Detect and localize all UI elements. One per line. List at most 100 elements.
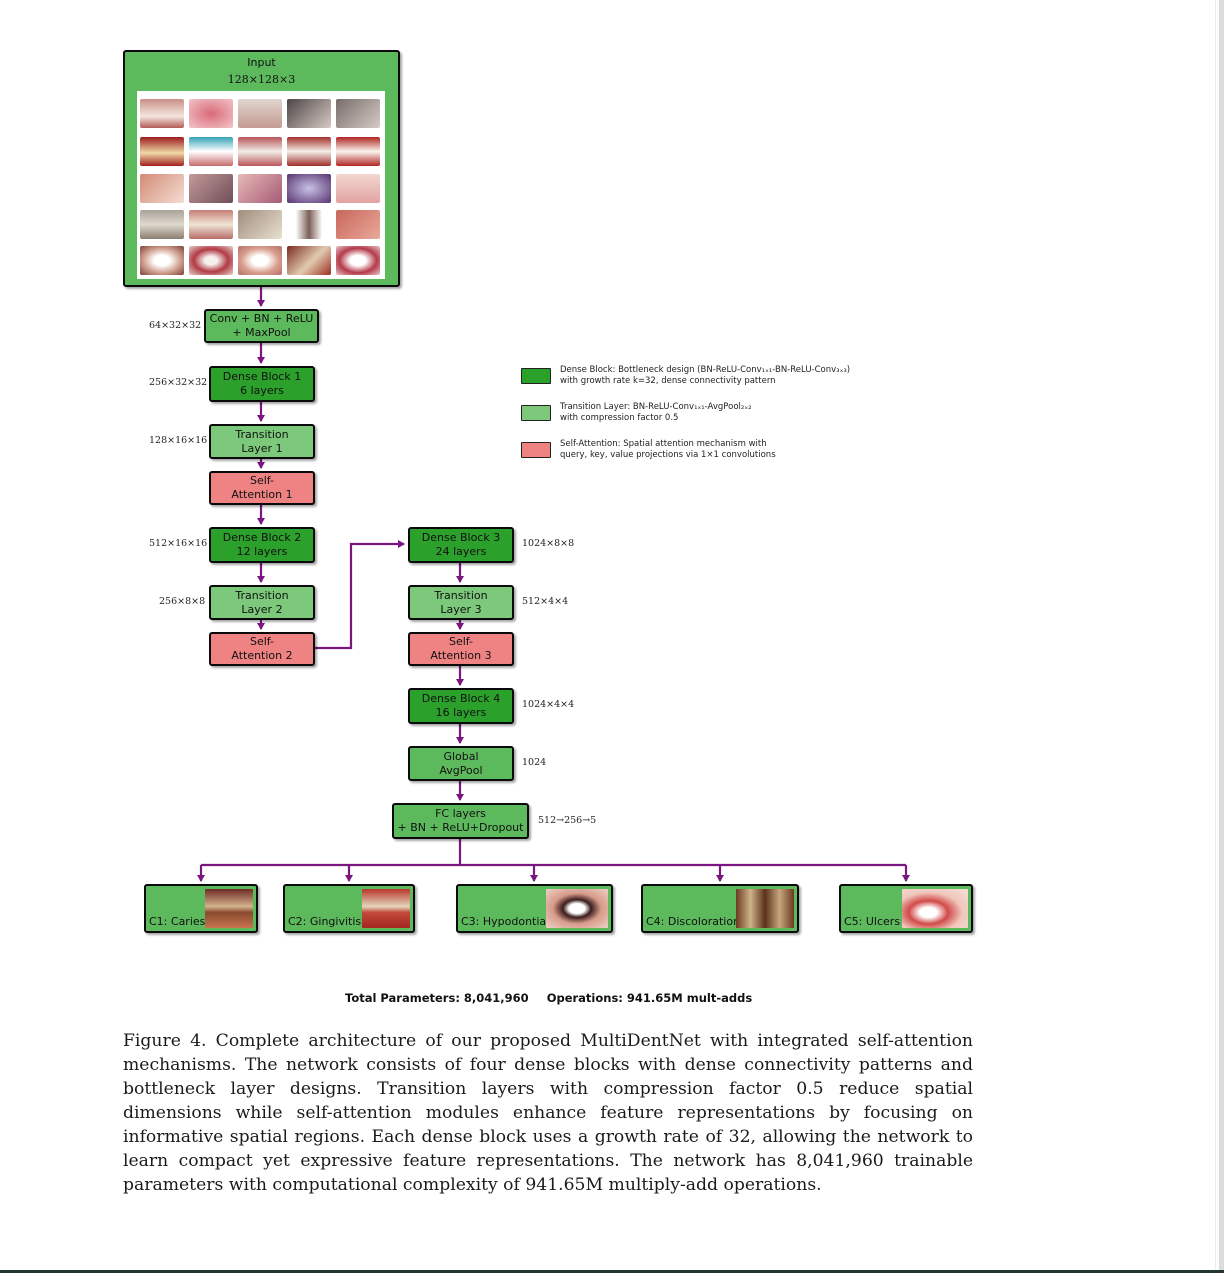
- model-summary: Total Parameters: 8,041,960 Operations: 9…: [345, 991, 770, 1005]
- sample-thumbnail: [287, 210, 331, 239]
- trans1-output-dims: 128×16×16: [149, 435, 208, 446]
- block-label-line1: Self-: [249, 635, 275, 648]
- transition-layer-3: Transition Layer 3: [408, 585, 514, 620]
- transition-layer-2: Transition Layer 2: [209, 585, 315, 620]
- block-label-line2: + BN + ReLU+Dropout: [397, 821, 524, 834]
- sample-thumbnail: [140, 174, 184, 203]
- block-label-line2: Attention 3: [430, 649, 492, 662]
- bottom-border: [0, 1270, 1224, 1273]
- block-label-line1: Transition: [235, 588, 289, 602]
- block-label-line2: 6 layers: [240, 384, 284, 397]
- self-attention-1: Self- Attention 1: [209, 471, 315, 505]
- global-avgpool-block: Global AvgPool: [408, 746, 514, 781]
- dense-block-2: Dense Block 2 12 layers: [209, 527, 315, 563]
- operations-count: Operations: 941.65M mult-adds: [546, 991, 753, 1005]
- legend-dense-line1: Dense Block: Bottleneck design (BN-ReLU-…: [560, 365, 851, 375]
- dense-block-3: Dense Block 3 24 layers: [408, 527, 514, 563]
- input-title: Input: [247, 56, 276, 69]
- gap-output-dims: 1024: [522, 757, 547, 768]
- figure-caption: Figure 4. Complete architecture of our p…: [123, 1031, 973, 1195]
- legend-attention-line2: query, key, value projections via 1×1 co…: [560, 450, 776, 460]
- block-label-line1: Dense Block 3: [421, 531, 501, 544]
- sample-thumbnail: [238, 174, 282, 203]
- class-label: C2: Gingivitis: [288, 915, 362, 928]
- legend-swatch-dense: [521, 368, 551, 384]
- class-sample-image: [362, 889, 410, 928]
- sample-thumbnail: [287, 99, 331, 128]
- class-output-caries: C1: Caries: [144, 884, 258, 933]
- conv-bn-relu-maxpool-block: Conv + BN + ReLU + MaxPool: [204, 309, 319, 343]
- block-label-line2: 24 layers: [435, 545, 487, 558]
- sample-thumbnail: [238, 137, 282, 166]
- class-sample-image: [546, 889, 608, 928]
- page-edge-line: [1215, 0, 1216, 1273]
- block-label-line1: Dense Block 2: [222, 531, 302, 544]
- block-label-line2: 12 layers: [236, 545, 288, 558]
- legend-transition-line2: with compression factor 0.5: [560, 413, 679, 423]
- self-attention-2: Self- Attention 2: [209, 632, 315, 666]
- block-label-line2: Layer 1: [241, 441, 283, 455]
- class-label: C4: Discoloration: [646, 915, 741, 928]
- legend-transition-line1: Transition Layer: BN-ReLU-Conv₁ₓ₁-AvgPoo…: [560, 402, 752, 412]
- sample-thumbnail: [238, 246, 282, 275]
- block-label-line2: Layer 2: [241, 602, 283, 616]
- sample-image-grid: [137, 91, 385, 279]
- class-output-gingivitis: C2: Gingivitis: [283, 884, 415, 933]
- sample-thumbnail: [140, 137, 184, 166]
- legend-dense-line2: with growth rate k=32, dense connectivit…: [560, 376, 776, 386]
- sample-thumbnail: [336, 210, 380, 239]
- trans2-output-dims: 256×8×8: [159, 596, 206, 607]
- fc-output-dims: 512→256→5: [538, 815, 597, 826]
- block-label-line2: + MaxPool: [232, 326, 291, 339]
- input-dims: 128×128×3: [227, 73, 296, 86]
- class-output-hypodontia: C3: Hypodontia: [456, 884, 613, 933]
- block-label-line2: Attention 1: [231, 488, 293, 501]
- class-label: C5: Ulcers: [844, 915, 901, 928]
- trans3-output-dims: 512×4×4: [522, 596, 569, 607]
- sample-thumbnail: [189, 99, 233, 128]
- block-label-line1: Transition: [235, 427, 289, 441]
- sample-thumbnail: [140, 210, 184, 239]
- class-sample-image: [736, 889, 794, 928]
- dense1-output-dims: 256×32×32: [149, 377, 208, 388]
- block-label-line1: Self-: [249, 474, 275, 487]
- sample-thumbnail: [287, 246, 331, 275]
- block-label-line1: FC layers: [435, 807, 486, 820]
- sample-thumbnail: [189, 137, 233, 166]
- page-edge: [1219, 0, 1224, 1273]
- input-block: Input 128×128×3: [123, 50, 400, 287]
- sample-thumbnail: [238, 99, 282, 128]
- total-parameters: Total Parameters: 8,041,960: [345, 991, 529, 1005]
- sample-thumbnail: [287, 137, 331, 166]
- class-sample-image: [205, 889, 253, 928]
- block-label-line2: Layer 3: [440, 602, 482, 616]
- legend-swatch-transition: [521, 405, 551, 421]
- class-label: C1: Caries: [149, 915, 206, 928]
- legend-attention-line1: Self-Attention: Spatial attention mechan…: [560, 439, 767, 449]
- block-label-line2: AvgPool: [439, 763, 483, 777]
- block-label-line2: Attention 2: [231, 649, 293, 662]
- sample-thumbnail: [287, 174, 331, 203]
- class-sample-image: [902, 889, 968, 928]
- sample-thumbnail: [189, 210, 233, 239]
- dense4-output-dims: 1024×4×4: [522, 699, 575, 710]
- sample-thumbnail: [336, 137, 380, 166]
- block-label-line1: Dense Block 4: [421, 692, 501, 705]
- class-output-ulcers: C5: Ulcers: [839, 884, 973, 933]
- block-label-line1: Dense Block 1: [222, 370, 302, 383]
- sample-thumbnail: [336, 246, 380, 275]
- block-label-line1: Self-: [448, 635, 474, 648]
- dense-block-4: Dense Block 4 16 layers: [408, 688, 514, 724]
- dense-block-1: Dense Block 1 6 layers: [209, 366, 315, 402]
- dense3-output-dims: 1024×8×8: [522, 538, 575, 549]
- sample-thumbnail: [336, 174, 380, 203]
- transition-layer-1: Transition Layer 1: [209, 424, 315, 459]
- block-label-line2: 16 layers: [435, 706, 487, 719]
- dense2-output-dims: 512×16×16: [149, 538, 208, 549]
- block-label-line1: Conv + BN + ReLU: [209, 312, 314, 325]
- fc-layers-block: FC layers + BN + ReLU+Dropout: [392, 803, 529, 839]
- sample-thumbnail: [189, 174, 233, 203]
- block-label-line1: Global: [443, 749, 479, 763]
- sample-thumbnail: [189, 246, 233, 275]
